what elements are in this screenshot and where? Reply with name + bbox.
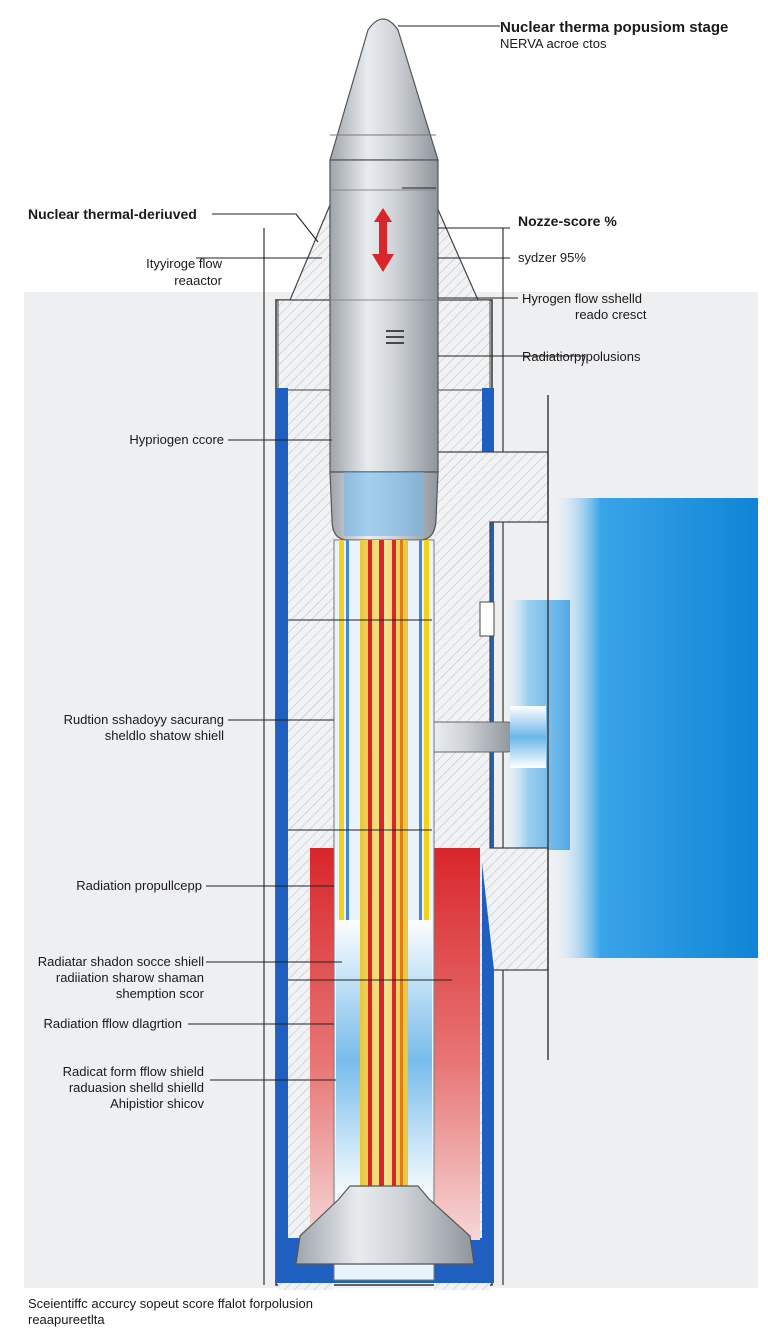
exhaust-nozzle bbox=[295, 1185, 475, 1265]
reactor-cresct-label: reado cresct bbox=[575, 307, 647, 322]
radiator-shadow-label-2: radiiation sharow shaman bbox=[56, 970, 204, 985]
hamburger-icon bbox=[386, 330, 404, 344]
subtitle-label: NERVA acroe ctos bbox=[500, 36, 607, 51]
fin-right bbox=[435, 204, 479, 301]
leader-lines bbox=[188, 25, 586, 1081]
radiation-shadow-label-2: sheldlo shatow shiell bbox=[105, 728, 224, 743]
radicat-form-label-3: Ahipistior shicov bbox=[110, 1096, 204, 1111]
red-double-arrow-icon bbox=[372, 208, 394, 272]
throat-blue-glow bbox=[344, 472, 424, 536]
nose-cone bbox=[329, 18, 439, 161]
nozzle-score-label: Nozze-score % bbox=[518, 213, 617, 229]
radiation-flow-label: Radiation fflow dlagrtion bbox=[43, 1016, 182, 1031]
radiation-propulsion-label: Radiation propullcepp bbox=[76, 878, 202, 893]
sydzer-label: sydzer 95% bbox=[518, 250, 586, 265]
blue-shield-left bbox=[276, 388, 288, 1283]
radiator-shadow-label-3: shemption scor bbox=[116, 986, 205, 1001]
coolant-port bbox=[479, 601, 495, 637]
radiator-shadow-label-1: Radiatar shadon socce shiell bbox=[38, 954, 204, 969]
footer-line-1: Sceientiffc accurcy sopeut score ffalot … bbox=[28, 1296, 313, 1311]
fin-left bbox=[289, 204, 331, 301]
radiation-shadow-label-1: Rudtion sshadoyy sacurang bbox=[64, 712, 224, 727]
nuclear-thermal-label: Nuclear thermal-deriuved bbox=[28, 206, 197, 222]
title-label: Nuclear therma popusiom stage bbox=[500, 19, 728, 36]
footer-line-2: reaapureetlta bbox=[28, 1312, 105, 1327]
hydrogen-shield-label: Hyrogen flow sshelld bbox=[522, 291, 642, 306]
radiation-propulsions-label: Radiatiorprpolusions bbox=[522, 349, 641, 364]
hydrogen-flow-label: Ityyiroge flow bbox=[146, 256, 222, 271]
reactor-cylinder bbox=[329, 159, 439, 473]
fuel-rod-bundle bbox=[339, 540, 429, 1250]
exhaust-plume bbox=[548, 498, 758, 958]
hydrogen-core-label: Hypriogen ccore bbox=[129, 432, 224, 447]
radicat-form-label-2: raduasion shelld shielld bbox=[69, 1080, 204, 1095]
side-pipe-exit bbox=[510, 706, 546, 768]
radicat-form-label-1: Radicat form fflow shield bbox=[63, 1064, 204, 1079]
reactor-label: reaactor bbox=[174, 273, 222, 288]
